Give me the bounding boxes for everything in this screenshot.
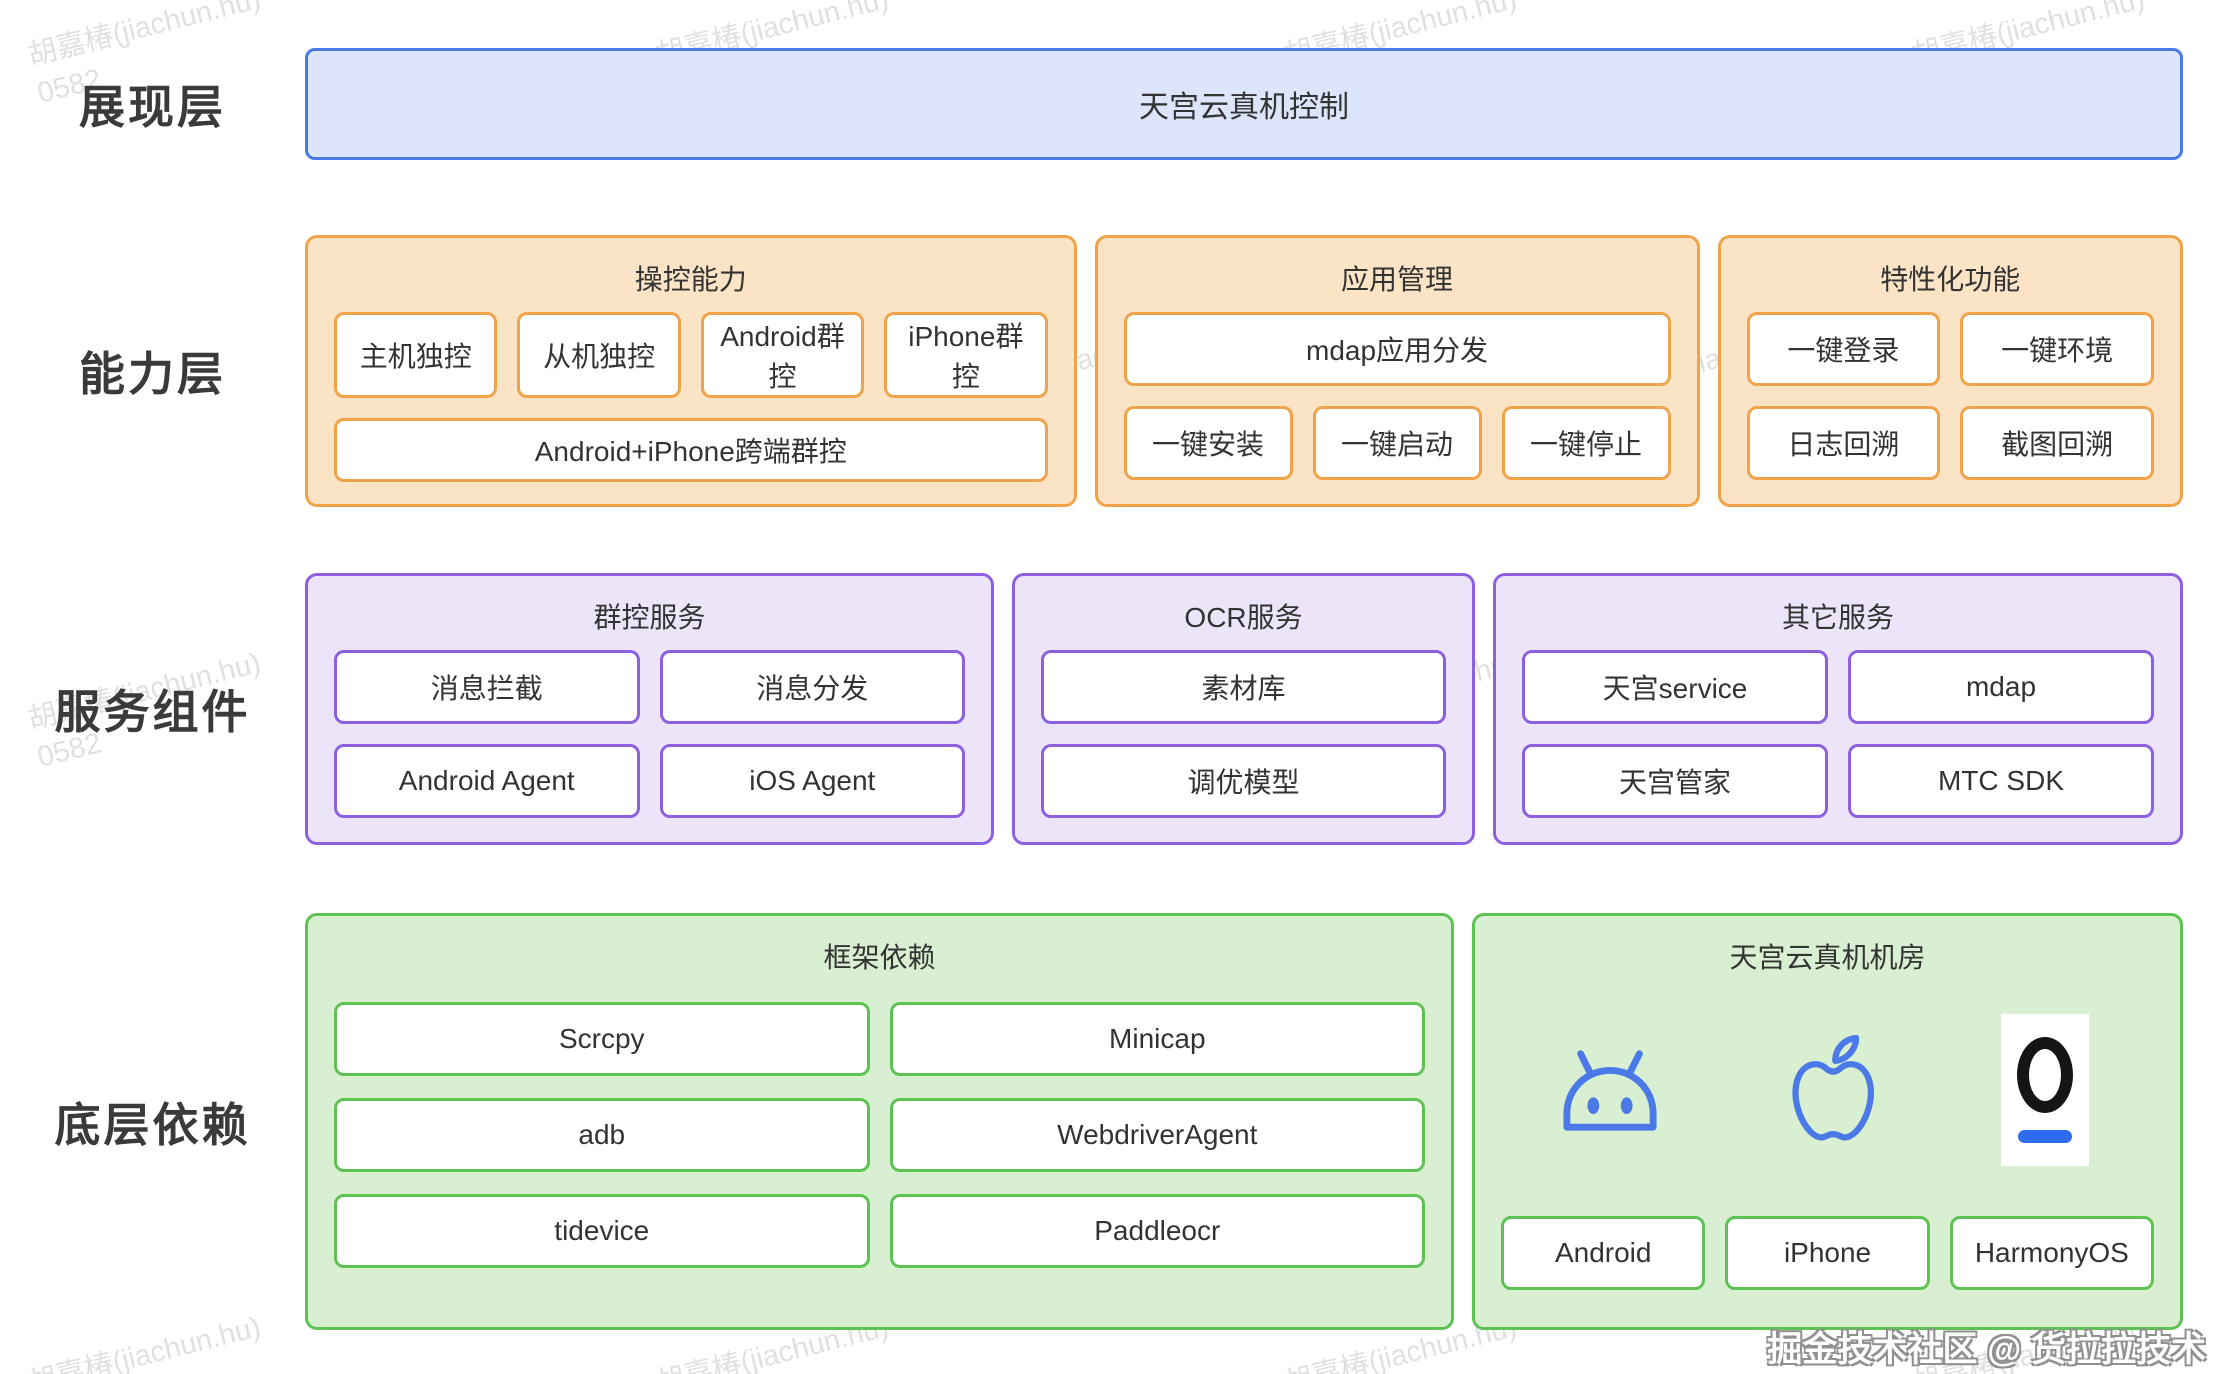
- layer-label-capability: 能力层: [79, 348, 226, 400]
- group-title: 操控能力: [634, 264, 747, 295]
- layer-label-foundation: 底层依赖: [54, 1098, 251, 1151]
- framework-item: WebdriverAgent: [889, 1098, 1426, 1172]
- capability-item: 从机独控: [517, 312, 681, 398]
- capability-item: mdap应用分发: [1123, 312, 1671, 386]
- capability-item: iPhone群控: [884, 312, 1048, 398]
- group-title: OCR服务: [1184, 602, 1303, 633]
- service-item: 素材库: [1041, 650, 1447, 724]
- capability-item: 一键环境: [1960, 312, 2154, 386]
- framework-item: Paddleocr: [889, 1194, 1426, 1268]
- service-components-row: 服务组件 群控服务 消息拦截 消息分发 Android Agent iOS Ag…: [0, 573, 2220, 845]
- group-special-features: 特性化功能 一键登录 一键环境 日志回溯 截图回溯: [1717, 235, 2183, 507]
- platform-item: Android: [1501, 1216, 1706, 1290]
- framework-item: tidevice: [334, 1194, 870, 1268]
- presentation-layer-row: 展现层 天宫云真机控制: [0, 48, 2220, 160]
- service-item: 天宫service: [1522, 650, 1829, 724]
- platform-labels-row: Android iPhone HarmonyOS: [1501, 1216, 2154, 1290]
- credit-text: 掘金技术社区 @ 货拉拉技术: [1767, 1330, 2206, 1369]
- service-item: 消息拦截: [334, 650, 640, 724]
- presentation-box: 天宫云真机控制: [305, 48, 2183, 160]
- group-ocr-service: OCR服务 素材库 调优模型: [1012, 573, 1476, 845]
- group-device-farm-service: 群控服务 消息拦截 消息分发 Android Agent iOS Agent: [305, 573, 995, 845]
- service-item: 调优模型: [1041, 744, 1447, 818]
- service-item: mdap: [1848, 650, 2154, 724]
- group-framework-dependencies: 框架依赖 Scrcpy Minicap adb WebdriverAgent t…: [305, 913, 1455, 1330]
- group-title: 应用管理: [1341, 264, 1454, 295]
- capability-item: 一键登录: [1746, 312, 1941, 386]
- capability-item: 一键停止: [1501, 406, 1671, 480]
- service-item: MTC SDK: [1848, 744, 2154, 818]
- capability-item: Android群控: [700, 312, 865, 398]
- capability-item: 日志回溯: [1746, 406, 1941, 480]
- capability-item: 截图回溯: [1960, 406, 2154, 480]
- framework-item: adb: [334, 1098, 870, 1172]
- service-item: iOS Agent: [659, 744, 966, 818]
- platform-item: HarmonyOS: [1949, 1216, 2154, 1290]
- capability-layer-row: 能力层 操控能力 主机独控 从机独控 Android群控 iPhone群控 An…: [0, 235, 2220, 507]
- framework-item: Scrcpy: [334, 1002, 870, 1076]
- group-other-services: 其它服务 天宫service mdap 天宫管家 MTC SDK: [1493, 573, 2183, 845]
- group-title: 特性化功能: [1880, 264, 2021, 295]
- platform-item: iPhone: [1725, 1216, 1930, 1290]
- group-title: 天宫云真机机房: [1729, 942, 1926, 973]
- platform-icons-row: [1501, 1008, 2154, 1172]
- group-title: 框架依赖: [823, 942, 936, 973]
- framework-item: Minicap: [889, 1002, 1426, 1076]
- group-title: 其它服务: [1782, 602, 1895, 633]
- group-app-management: 应用管理 mdap应用分发 一键安装 一键启动 一键停止: [1094, 235, 1700, 507]
- apple-icon: [1719, 1015, 1937, 1165]
- service-item: 天宫管家: [1522, 744, 1829, 818]
- service-item: 消息分发: [659, 650, 966, 724]
- service-item: Android Agent: [334, 744, 640, 818]
- group-machine-room: 天宫云真机机房: [1472, 913, 2183, 1330]
- capability-item: 一键启动: [1312, 406, 1482, 480]
- harmonyos-icon: [1936, 1014, 2154, 1166]
- capability-item: Android+iPhone跨端群控: [334, 418, 1048, 482]
- android-icon: [1501, 1041, 1719, 1139]
- foundation-row: 底层依赖 框架依赖 Scrcpy Minicap adb WebdriverAg…: [0, 913, 2220, 1330]
- capability-item: 主机独控: [334, 312, 498, 398]
- group-control-capability: 操控能力 主机独控 从机独控 Android群控 iPhone群控 Androi…: [305, 235, 1077, 507]
- capability-item: 一键安装: [1123, 406, 1293, 480]
- layer-label-presentation: 展现层: [79, 81, 226, 133]
- group-title: 群控服务: [593, 602, 706, 633]
- layer-label-services: 服务组件: [54, 686, 251, 738]
